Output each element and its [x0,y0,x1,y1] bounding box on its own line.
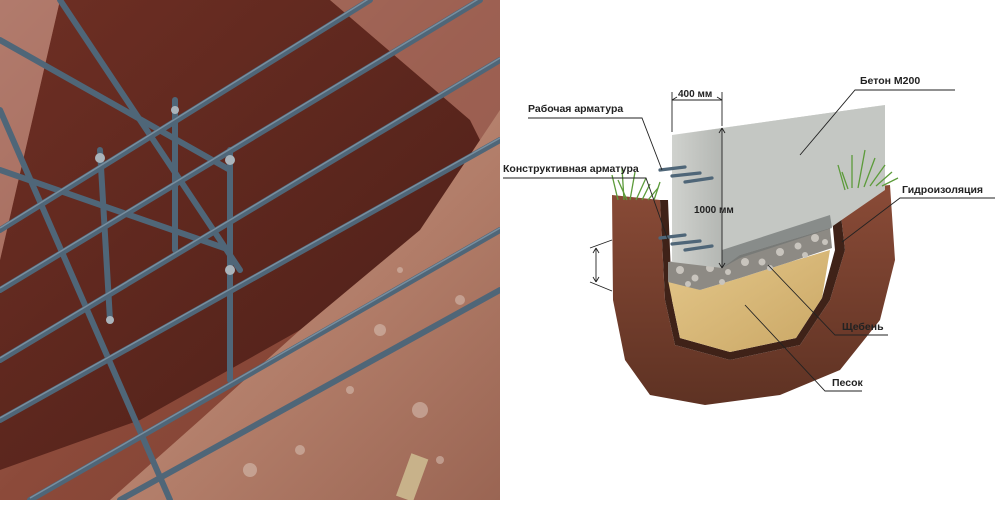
foundation-diagram: 400 мм 1000 мм Рабочая армат [500,0,1000,500]
leader-waterproofing [841,197,995,243]
grass-left [611,167,661,201]
height-dimension [718,127,726,269]
rebar-highlights [0,0,500,499]
leader-working-rebar [528,117,663,171]
waterproofing-layer [660,190,845,360]
rebar-cage [0,0,500,500]
label-sand: Песок [832,377,864,389]
foundation-diagram-svg: 400 мм 1000 мм Рабочая армат [503,75,995,405]
soil-trench [612,185,895,405]
leader-sand [744,304,862,392]
gravel-stones [676,234,828,287]
concrete-base-shadow [722,215,832,268]
label-structural-rebar: Конструктивная арматура [503,163,639,175]
width-dimension-label: 400 мм [678,89,712,100]
wooden-peg [396,453,429,500]
sand-layer [668,250,830,352]
depth-dimension [589,239,613,292]
height-dimension-label: 1000 мм [694,205,734,216]
grass-right [837,149,899,191]
label-gravel: Щебень [842,321,884,333]
leader-gravel [767,264,888,336]
rebar-trench-photo [0,0,500,500]
gravel-layer [668,228,832,290]
soil-speckles [243,267,465,477]
leader-structural-rebar [503,177,669,241]
width-dimension [671,92,723,132]
leader-concrete [799,89,955,156]
concrete-front-face [672,128,722,268]
trench-wall-top [330,0,500,180]
soil-mound [110,110,500,500]
concrete-side-face [722,105,885,268]
label-concrete: Бетон М200 [860,75,920,87]
rebar-ends [658,165,714,252]
label-waterproofing: Гидроизоляция [902,184,983,196]
label-working-rebar: Рабочая арматура [528,103,623,115]
rebar-trench-photo-svg [0,0,500,500]
wire-ties [95,106,235,324]
